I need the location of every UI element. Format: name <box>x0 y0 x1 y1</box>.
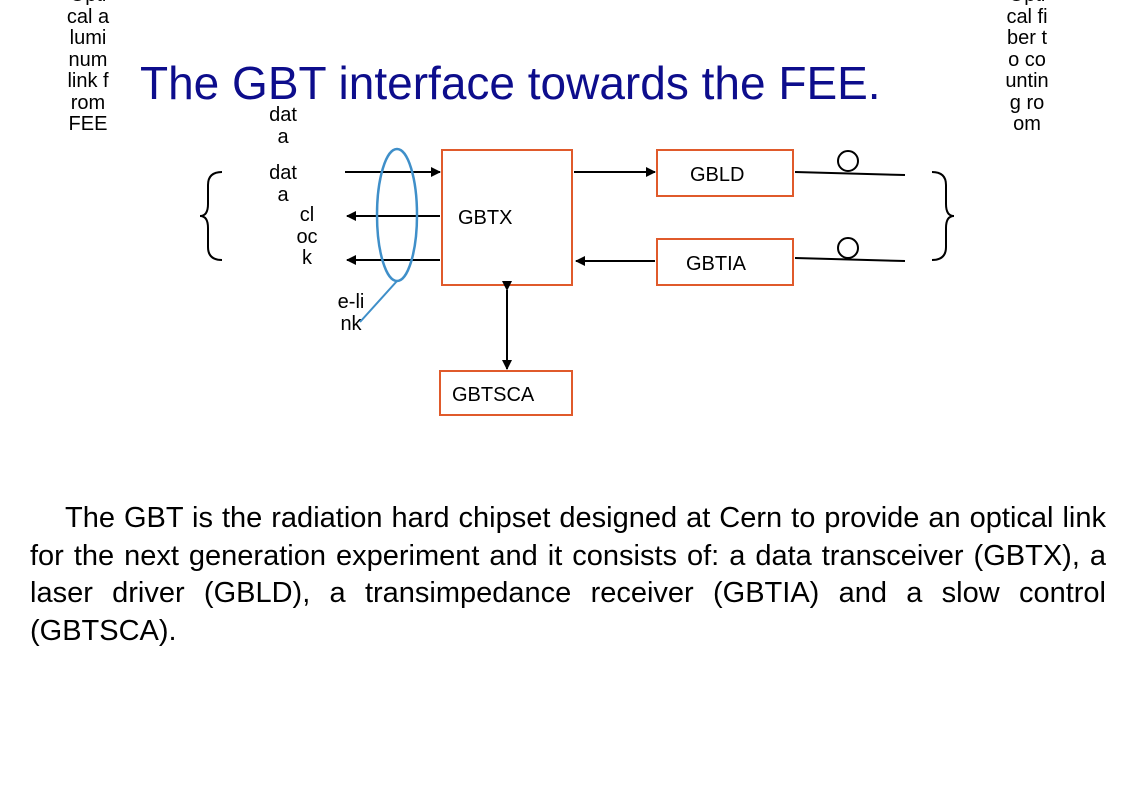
gbt-diagram: GBTX GBLD GBTIA GBTSCA <box>199 147 955 416</box>
elink-label: e-link <box>337 291 365 335</box>
right-brace <box>931 171 955 261</box>
gbtia-block <box>656 238 794 286</box>
gbld-block <box>656 149 794 197</box>
gbtsca-block <box>439 370 573 416</box>
gbtia-label: GBTIA <box>686 253 747 275</box>
gbld-label: GBLD <box>690 164 744 186</box>
data-upper-label: data <box>269 104 297 148</box>
tx-fiber-line <box>794 171 906 176</box>
page-title: The GBT interface towards the FEE. <box>140 57 881 109</box>
gbtx-block <box>441 149 573 286</box>
data-lower-label: data <box>269 162 297 206</box>
tx-connector-icon <box>837 150 859 172</box>
left-side-label: Optical aluminum link from FEE <box>66 0 110 135</box>
clock-label: clock <box>296 204 318 269</box>
rx-connector-icon <box>837 237 859 259</box>
gbtx-label: GBTX <box>458 207 512 229</box>
left-brace <box>199 171 223 261</box>
elink-pointer <box>359 280 398 323</box>
rx-fiber-line <box>794 257 906 262</box>
right-side-label: Optical fiber to counting room <box>1005 0 1049 135</box>
body-paragraph: The GBT is the radiation hard chipset de… <box>30 502 1106 647</box>
gbtsca-label: GBTSCA <box>452 384 535 406</box>
